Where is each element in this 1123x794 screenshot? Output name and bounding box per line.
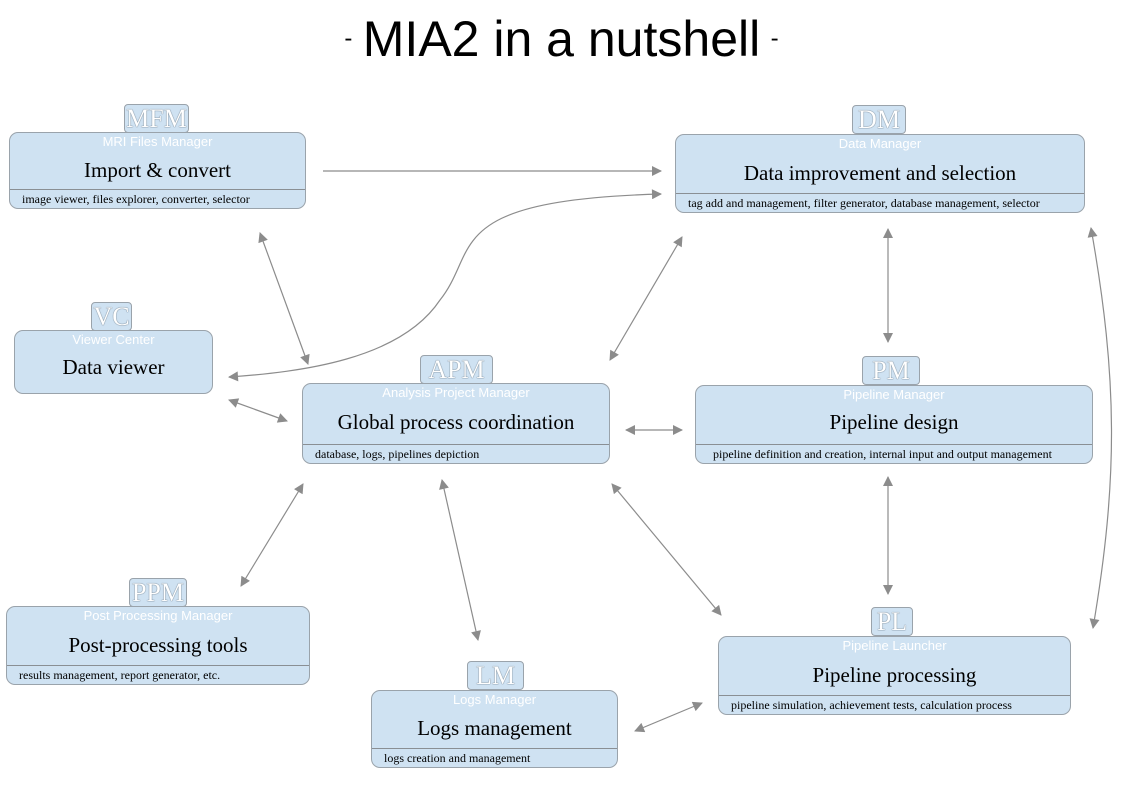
module-ppm: Post Processing Manager Post-processing …	[6, 606, 310, 685]
module-ppm-features: results management, report generator, et…	[7, 665, 309, 684]
arrow-apm-dm	[609, 236, 683, 361]
diagram-title: - MIA2 in a nutshell -	[0, 10, 1123, 68]
module-mfm-name: MRI Files Manager	[102, 134, 213, 149]
module-vc-name: Viewer Center	[72, 332, 155, 347]
module-apm-features: database, logs, pipelines depiction	[303, 444, 609, 463]
module-dm: Data Manager Data improvement and select…	[675, 134, 1085, 213]
module-mfm-abbr: MFM	[124, 104, 189, 133]
module-ppm-heading: Post-processing tools	[68, 633, 248, 657]
module-ppm-abbr: PPM	[129, 578, 187, 607]
module-vc: Viewer Center Data viewer	[14, 330, 213, 394]
module-mfm-heading: Import & convert	[84, 158, 231, 182]
module-lm: Logs Manager Logs management logs creati…	[371, 690, 618, 768]
module-vc-heading: Data viewer	[62, 355, 165, 379]
module-pm-heading: Pipeline design	[829, 410, 959, 434]
module-pl-features: pipeline simulation, achievement tests, …	[719, 695, 1070, 714]
module-pl: Pipeline Launcher Pipeline processing pi…	[718, 636, 1071, 715]
module-dm-features: tag add and management, filter generator…	[676, 193, 1084, 212]
module-lm-abbr: LM	[467, 661, 524, 690]
module-lm-name: Logs Manager	[452, 692, 537, 707]
module-apm-name: Analysis Project Manager	[382, 385, 530, 400]
arrow-apm-pl	[611, 483, 722, 616]
module-lm-features: logs creation and management	[372, 748, 617, 767]
arrow-vc-apm	[228, 398, 288, 423]
module-vc-abbr: VC	[91, 302, 132, 331]
title-prefix: -	[344, 25, 353, 52]
title-text: MIA2 in a nutshell	[362, 11, 761, 67]
arrow-dm-vc	[228, 189, 662, 382]
arrow-mfm-apm	[258, 232, 310, 365]
module-pl-abbr: PL	[871, 607, 913, 636]
module-pm-features: pipeline definition and creation, intern…	[696, 444, 1092, 463]
module-apm: Analysis Project Manager Global process …	[302, 383, 610, 464]
title-suffix: -	[770, 25, 779, 52]
module-pm-abbr: PM	[862, 356, 920, 385]
module-pm-name: Pipeline Manager	[843, 387, 945, 402]
module-pm: Pipeline Manager Pipeline design pipelin…	[695, 385, 1093, 464]
arrow-dm-pl	[1087, 227, 1113, 629]
module-apm-heading: Global process coordination	[337, 410, 575, 434]
module-mfm-features: image viewer, files explorer, converter,…	[10, 189, 305, 208]
arrow-apm-ppm	[240, 483, 304, 587]
arrow-lm-pl	[634, 701, 703, 733]
module-pl-heading: Pipeline processing	[812, 663, 977, 687]
module-dm-abbr: DM	[852, 105, 906, 134]
module-dm-heading: Data improvement and selection	[743, 161, 1017, 185]
module-lm-heading: Logs management	[417, 716, 572, 740]
module-dm-name: Data Manager	[838, 136, 922, 151]
module-ppm-name: Post Processing Manager	[83, 608, 233, 623]
module-pl-name: Pipeline Launcher	[842, 638, 947, 653]
module-apm-abbr: APM	[420, 355, 493, 384]
module-mfm: MRI Files Manager Import & convert image…	[9, 132, 306, 209]
arrow-apm-lm	[439, 479, 481, 641]
